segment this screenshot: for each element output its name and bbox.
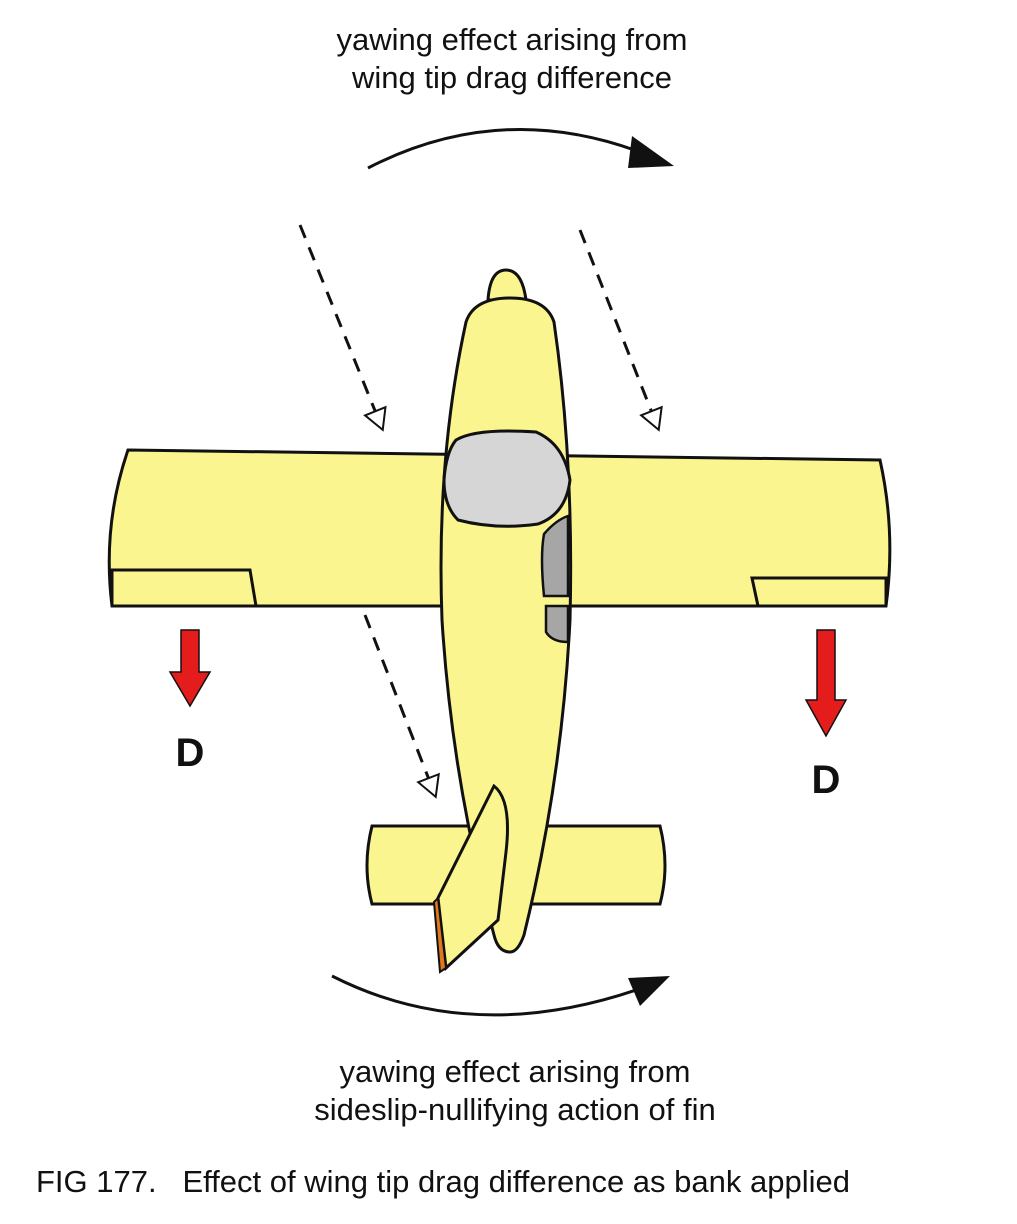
bottom-yaw-arrowhead xyxy=(628,976,670,1006)
airflow-arrow-lower xyxy=(363,614,435,795)
figure-caption: FIG 177. Effect of wing tip drag differe… xyxy=(36,1164,850,1199)
top-yaw-label-line2: wing tip drag difference xyxy=(351,60,672,95)
airflow-arrow-left xyxy=(298,224,382,428)
rudder xyxy=(432,895,448,974)
canopy xyxy=(442,429,572,528)
left-drag-label: D xyxy=(176,731,205,775)
bottom-yaw-label-line1: yawing effect arising from xyxy=(340,1054,691,1089)
bottom-yaw-arrow xyxy=(331,974,637,1017)
airflow-arrow-right xyxy=(578,229,658,428)
top-yaw-arrowhead xyxy=(628,136,674,168)
right-aileron xyxy=(750,576,888,607)
side-window-lower xyxy=(544,604,570,644)
side-window-upper xyxy=(540,514,570,598)
top-yaw-label-line1: yawing effect arising from xyxy=(337,22,688,57)
right-drag-label: D xyxy=(812,758,841,802)
right-drag-arrow xyxy=(804,629,848,738)
fin xyxy=(436,783,509,972)
bottom-yaw-label-line2: sideslip-nullifying action of fin xyxy=(314,1092,716,1127)
spinner xyxy=(486,268,528,302)
left-aileron xyxy=(110,568,258,607)
left-drag-arrow xyxy=(168,629,212,708)
top-yaw-arrow xyxy=(367,127,641,170)
